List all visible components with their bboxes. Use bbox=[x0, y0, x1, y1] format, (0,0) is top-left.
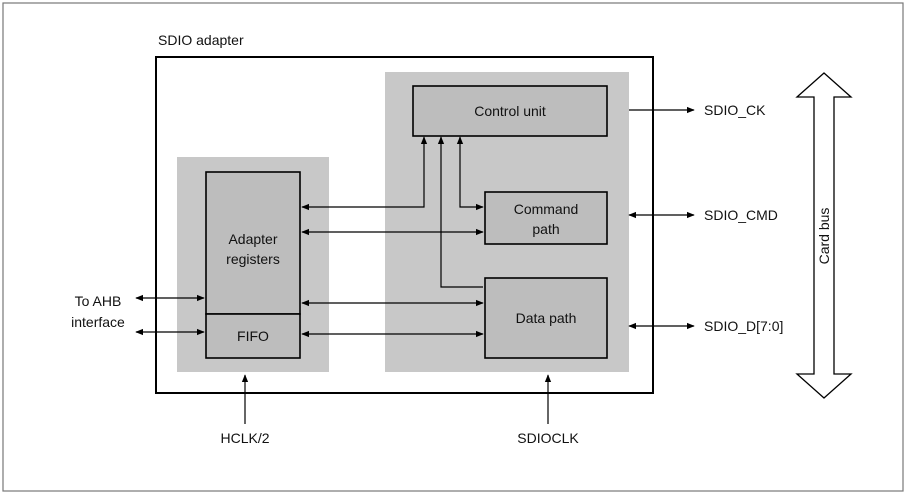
ahb-label-line1: To AHB bbox=[75, 293, 122, 309]
card-bus-arrow bbox=[795, 72, 853, 399]
sdio-d-label: SDIO_D[7:0] bbox=[704, 318, 783, 334]
diagram-title: SDIO adapter bbox=[158, 32, 244, 48]
data-path-block bbox=[484, 277, 608, 359]
internal-connections bbox=[301, 136, 484, 338]
sdio-cmd-label: SDIO_CMD bbox=[704, 207, 778, 223]
external-connections bbox=[135, 106, 695, 424]
adapter-registers-label-line2: registers bbox=[226, 251, 280, 267]
sdioclk-label: SDIOCLK bbox=[517, 430, 579, 446]
fifo-label: FIFO bbox=[237, 328, 269, 344]
command-path-label-line2: path bbox=[532, 221, 559, 237]
card-bus-label: Card bus bbox=[816, 208, 832, 265]
command-path-block bbox=[484, 191, 608, 245]
ahb-label-line2: interface bbox=[71, 314, 125, 330]
fifo-block bbox=[205, 313, 301, 359]
adapter-registers-block bbox=[205, 171, 301, 315]
adapter-registers-label-line1: Adapter bbox=[228, 231, 277, 247]
control-unit-label: Control unit bbox=[474, 103, 546, 119]
hclk-label: HCLK/2 bbox=[220, 430, 269, 446]
data-path-label: Data path bbox=[516, 310, 577, 326]
sdio-ck-label: SDIO_CK bbox=[704, 102, 766, 118]
command-path-label-line1: Command bbox=[514, 201, 579, 217]
control-unit-block bbox=[412, 85, 608, 137]
